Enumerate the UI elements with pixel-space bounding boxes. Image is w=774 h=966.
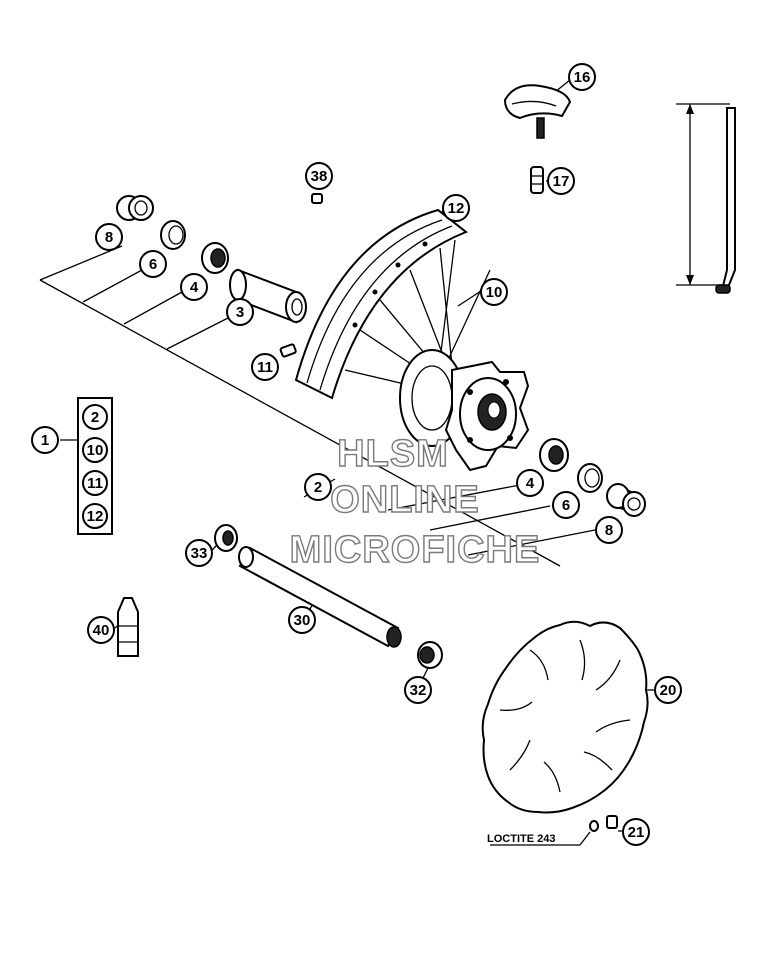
bolt-part-21	[589, 815, 618, 832]
callout-6: 6	[139, 250, 167, 278]
valve-cap-part	[530, 166, 544, 194]
callout-label: 32	[410, 682, 427, 699]
callout-label: 33	[191, 545, 208, 562]
spacer-part-8	[116, 194, 154, 222]
axle-part-30	[238, 546, 402, 648]
callout-label: 6	[149, 256, 157, 273]
callout-label: 12	[448, 200, 465, 217]
callout-label: 8	[605, 522, 613, 539]
kit-item: 12	[82, 503, 108, 529]
callout-20: 20	[654, 676, 682, 704]
loctite-note: LOCTITE 243	[487, 833, 555, 845]
loctite-bottle-part-40	[117, 597, 139, 657]
spoke-nipple-part	[715, 284, 731, 294]
callout-38: 38	[305, 162, 333, 190]
callout-label: 30	[294, 612, 311, 629]
callout-2: 2	[304, 473, 332, 501]
rim-part	[294, 208, 468, 400]
kit-item-label: 11	[87, 475, 103, 492]
spacer-tube-part-3	[229, 268, 307, 324]
watermark-line-2: ONLINE	[330, 479, 480, 521]
callout-8: 8	[95, 223, 123, 251]
callout-21: 21	[622, 818, 650, 846]
kit-item-label: 10	[87, 442, 104, 459]
callout-40: 40	[87, 616, 115, 644]
callout-8b: 8	[595, 516, 623, 544]
callout-11: 11	[251, 353, 279, 381]
seal-part-6b	[577, 463, 603, 493]
watermark: HLSM ONLINE MICROFICHE	[289, 432, 541, 571]
callout-1: 1	[31, 426, 59, 454]
tube-valve-part	[503, 84, 572, 139]
kit-item: 2	[82, 404, 108, 430]
screw-part	[311, 193, 323, 204]
watermark-line-3: MICROFICHE	[290, 529, 541, 571]
kit-box: 2 10 11 12	[77, 397, 113, 535]
callout-16: 16	[568, 63, 596, 91]
callout-label: 4	[526, 475, 535, 492]
callout-6b: 6	[552, 491, 580, 519]
callout-10: 10	[480, 278, 508, 306]
callout-4b: 4	[516, 469, 544, 497]
callout-33: 33	[185, 539, 213, 567]
callout-label: 11	[257, 359, 273, 376]
callout-label: 6	[562, 497, 570, 514]
callout-label: 3	[236, 304, 244, 321]
callout-label: 10	[486, 284, 503, 301]
spoke-part	[720, 107, 736, 291]
callout-label: 8	[105, 229, 113, 246]
callout-label: 40	[93, 622, 110, 639]
callout-label: 17	[553, 173, 570, 190]
kit-item: 10	[82, 437, 108, 463]
spoke-length-gauge	[676, 103, 736, 294]
brake-disc-part-20	[481, 620, 649, 814]
axle-nut-part-33	[214, 524, 238, 552]
watermark-line-1: HLSM	[337, 433, 449, 475]
callout-label: 4	[190, 279, 199, 296]
seal-part-6	[160, 220, 186, 250]
callout-32: 32	[404, 676, 432, 704]
callout-12: 12	[442, 194, 470, 222]
kit-item-label: 2	[91, 409, 99, 426]
callout-17: 17	[547, 167, 575, 195]
callout-label: 16	[574, 69, 591, 86]
bearing-part-4	[201, 242, 229, 274]
collar-part-32	[417, 641, 443, 669]
callout-label: 1	[41, 432, 49, 449]
callout-label: 38	[311, 168, 328, 185]
callout-4: 4	[180, 273, 208, 301]
kit-item: 11	[82, 470, 108, 496]
kit-item-label: 12	[87, 508, 104, 525]
spacer-part-8b	[606, 483, 646, 517]
nipple-part-11	[279, 343, 297, 358]
callout-label: 20	[660, 682, 677, 699]
bearing-part-4b	[539, 438, 569, 472]
hub-part	[399, 349, 530, 472]
callout-label: 2	[314, 479, 322, 496]
callout-label: 21	[628, 824, 645, 841]
callout-3: 3	[226, 298, 254, 326]
callout-30: 30	[288, 606, 316, 634]
